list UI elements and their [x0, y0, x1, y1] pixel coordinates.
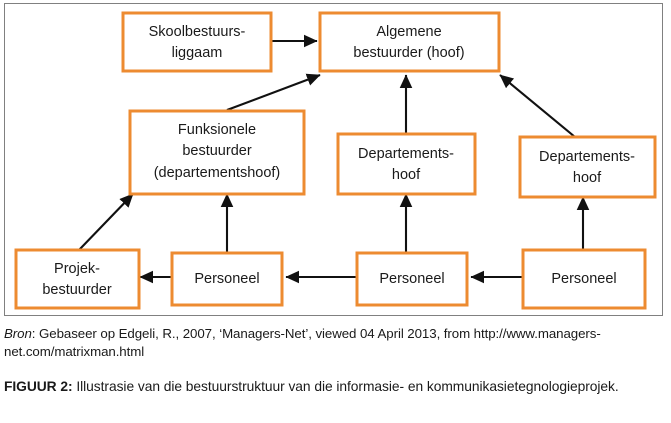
source-label: Bron: [4, 326, 32, 341]
node-projek-bestuurder[interactable]: Projek- bestuurder: [14, 248, 141, 310]
node-departementshoof-2[interactable]: Departements- hoof: [518, 135, 657, 199]
node-label-line: hoof: [573, 170, 602, 186]
node-box: [128, 109, 306, 196]
node-skoolbestuursliggaam[interactable]: Skoolbestuurs- liggaam: [121, 11, 273, 73]
edge-projek-to-funksionele: [78, 193, 134, 251]
node-label-line: bestuurder: [42, 282, 111, 298]
node-personeel-1[interactable]: Personeel: [170, 251, 284, 307]
node-label-line: (departementshoof): [154, 165, 281, 181]
node-funksionele-bestuurder[interactable]: Funksionele bestuurder (departementshoof…: [128, 109, 306, 196]
source-note: Bron: Gebaseer op Edgeli, R., 2007, ‘Man…: [4, 325, 664, 360]
figure-caption: FIGUUR 2: Illustrasie van die bestuurstr…: [4, 378, 664, 397]
figure-number-label: FIGUUR 2:: [4, 379, 73, 394]
edge-departementshoof2-to-algemene: [499, 74, 576, 138]
node-departementshoof-1[interactable]: Departements- hoof: [336, 132, 477, 196]
figure-caption-text: Illustrasie van die bestuurstruktuur van…: [76, 379, 619, 394]
node-box: [170, 251, 284, 307]
node-box: [121, 11, 273, 73]
edges-layer: [78, 34, 590, 284]
node-box: [521, 248, 647, 310]
node-box: [355, 251, 469, 307]
node-box: [518, 135, 657, 199]
node-box: [318, 11, 501, 73]
node-box: [14, 248, 141, 310]
node-label-line: Personeel: [551, 271, 616, 287]
node-personeel-3[interactable]: Personeel: [521, 248, 647, 310]
node-label-line: Projek-: [54, 261, 100, 277]
node-label-line: Algemene: [376, 24, 441, 40]
node-algemene-bestuurder[interactable]: Algemene bestuurder (hoof): [318, 11, 501, 73]
source-text: : Gebaseer op Edgeli, R., 2007, ‘Manager…: [4, 326, 601, 359]
node-label-line: Personeel: [379, 271, 444, 287]
node-label-line: Personeel: [194, 271, 259, 287]
diagram-frame: Skoolbestuurs- liggaam Algemene bestuurd…: [4, 3, 663, 316]
node-label-line: bestuurder: [182, 143, 251, 159]
node-personeel-2[interactable]: Personeel: [355, 251, 469, 307]
node-label-line: liggaam: [172, 45, 223, 61]
node-box: [336, 132, 477, 196]
node-label-line: Funksionele: [178, 122, 256, 138]
org-chart-svg: Skoolbestuurs- liggaam Algemene bestuurd…: [14, 11, 657, 310]
node-label-line: hoof: [392, 167, 421, 183]
node-label-line: Departements-: [358, 146, 454, 162]
node-label-line: Skoolbestuurs-: [149, 24, 246, 40]
node-label-line: Departements-: [539, 149, 635, 165]
node-label-line: bestuurder (hoof): [353, 45, 464, 61]
edge-funksionele-to-algemene: [226, 73, 321, 111]
